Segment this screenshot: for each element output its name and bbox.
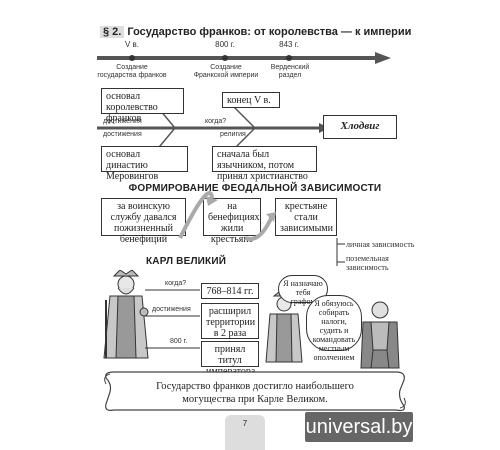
- scroll-text: Государство франков достигло наибольшего…: [156, 381, 354, 405]
- feudal-step-3: крестьяне стали зависимыми: [275, 198, 337, 236]
- fishbone-label-achievements-1: достижения: [103, 118, 142, 125]
- feudal-heading: ФОРМИРОВАНИЕ ФЕОДАЛЬНОЙ ЗАВИСИМОСТИ: [128, 183, 382, 194]
- timeline-arrow: [97, 52, 391, 64]
- scroll-banner-bg: [104, 371, 406, 412]
- page-number: 7: [225, 415, 265, 450]
- fishbone-label-when: когда?: [205, 118, 227, 125]
- feudal-step-1: за воинскую службу давался пожизненный б…: [101, 198, 186, 245]
- fishbone-box-bottom-left: основал династию Меровингов: [101, 146, 188, 182]
- timeline-label-3: Верденский раздел: [270, 64, 310, 79]
- charlemagne-a-when: 768–814 гг.: [201, 283, 259, 299]
- timeline-date-2: 800 г.: [215, 40, 235, 49]
- charlemagne-a-800: принял титул императора: [201, 341, 259, 377]
- feudal-dependency-land: поземельная зависимость: [346, 254, 389, 272]
- timeline-label-2: Создание Франкской империи: [193, 64, 259, 79]
- section-title: Государство франков: от королевства — к …: [127, 26, 412, 38]
- charlemagne-illustration: [103, 270, 149, 359]
- section-number: § 2.: [100, 26, 125, 38]
- section-header: § 2. Государство франков: от королевства…: [100, 26, 411, 38]
- fishbone-box-top-left: основал королевство франков: [101, 88, 184, 124]
- charlemagne-q-when: когда?: [165, 280, 187, 287]
- feudal-step-2: на бенефициях жили крестьяне: [203, 198, 261, 245]
- feudal-dependency-personal: личная зависимость: [346, 240, 415, 249]
- charlemagne-q-achievements: достижения: [152, 306, 191, 313]
- king-granting-illustration: [265, 292, 303, 363]
- feudal-arrows: [178, 191, 345, 266]
- speech-bubble-vassal: Я обязуюсь собирать налоги, судить и ком…: [306, 295, 362, 362]
- fishbone-box-top-right: конец V в.: [222, 92, 280, 108]
- charlemagne-a-achievements: расширил территории в 2 раза: [201, 303, 259, 339]
- fishbone-label-achievements-2: достижения: [103, 131, 142, 138]
- timeline-label-1: Создание государства франков: [97, 64, 167, 79]
- fishbone-label-religion: религия: [220, 131, 246, 138]
- charlemagne-connectors: [145, 289, 200, 349]
- fishbone-box-bottom-right: сначала был язычником, потом принял хрис…: [212, 146, 317, 182]
- charlemagne-heading: КАРЛ ВЕЛИКИЙ: [146, 256, 227, 267]
- knight-illustration: [360, 301, 400, 369]
- fishbone-head-clovis: Хлодвиг: [323, 115, 397, 139]
- timeline-date-3: 843 г.: [279, 40, 299, 49]
- charlemagne-q-800: 800 г.: [170, 338, 188, 345]
- watermark: universal.by: [305, 412, 413, 442]
- timeline-date-1: V в.: [124, 40, 140, 49]
